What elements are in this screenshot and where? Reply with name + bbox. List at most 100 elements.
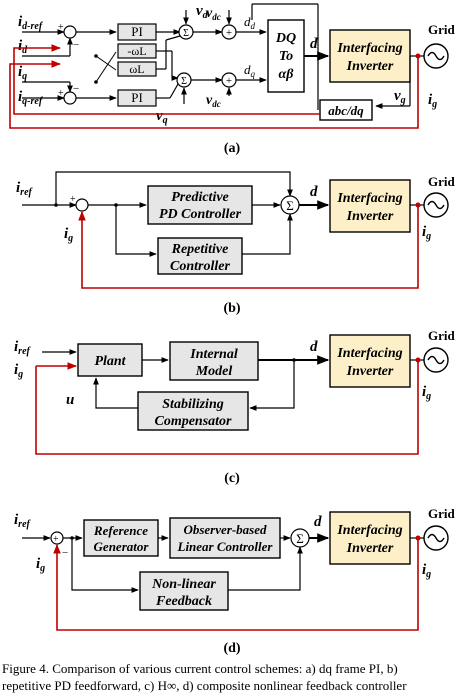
nonlinear-feedback-block — [139, 571, 229, 611]
b-iref-label: iref — [16, 180, 34, 198]
grid-label-b: Grid — [428, 174, 455, 189]
panel-d: iref + − ig Reference Generator Observer… — [14, 506, 455, 656]
b-ig-left-label: ig — [64, 226, 73, 244]
id-ref-label: id-ref — [18, 14, 44, 32]
grid-label-a: Grid — [428, 22, 455, 37]
sigma-d-text: Σ — [183, 28, 189, 39]
vdc-top-label: vdc — [206, 6, 221, 22]
stabilizing-compensator-block — [137, 391, 249, 431]
caption-line-1: Figure 4. Comparison of various current … — [2, 661, 398, 676]
d-sigma-text: Σ — [296, 531, 304, 546]
dq-to-alphabeta-block — [267, 19, 305, 93]
sum-junction-d — [63, 25, 77, 39]
b-sum-plus: + — [70, 194, 76, 205]
vdc-bot-label: vdc — [206, 93, 221, 109]
c-ig-label: ig — [14, 362, 23, 380]
inverter-d-line1: Interfacing — [336, 523, 402, 538]
panel-a: id-ref id iq iq-ref + − + − PI -ωL — [9, 3, 455, 156]
pi-bottom-text: PI — [131, 90, 143, 105]
vd-label: vd — [196, 3, 209, 21]
predictive-line2: PD Controller — [159, 207, 242, 222]
panel-b-label: (b) — [223, 301, 240, 316]
d-sum-minus: − — [62, 547, 68, 559]
sine-icon-a — [427, 51, 445, 61]
iq-ref-label: iq-ref — [18, 89, 44, 107]
b-repetitive-out — [242, 213, 293, 255]
caption-line-2: repetitive PD feedforward, c) H∞, d) com… — [2, 678, 407, 693]
sine-icon-b — [427, 200, 445, 210]
b-sigma-text: Σ — [286, 198, 294, 213]
d-nonlinear-out — [228, 546, 303, 591]
interfacing-inverter-block-a — [329, 29, 411, 83]
c-iref-label: iref — [14, 339, 32, 357]
d-to-nonlinear — [71, 538, 139, 593]
feedback-path-a-outer — [9, 56, 419, 129]
predictive-line1: Predictive — [171, 190, 229, 205]
sum-d-minus: − — [73, 39, 79, 51]
sum-d-plus: + — [58, 22, 64, 33]
pi-top-text: PI — [131, 24, 143, 39]
sine-icon-d — [427, 533, 445, 543]
b-sum-junction — [75, 198, 89, 212]
interfacing-inverter-block-d — [329, 511, 411, 565]
c-ig-right-label: ig — [422, 384, 431, 402]
c-to-stab — [249, 360, 295, 411]
internal-line1: Internal — [189, 347, 238, 362]
feedback-path-b — [78, 205, 419, 289]
inverter-a-line1: Interfacing — [336, 41, 402, 56]
dd-label: dd — [244, 14, 256, 31]
d-ig-right-label: ig — [422, 562, 431, 580]
repetitive-line1: Repetitive — [171, 242, 229, 257]
dq-block-line3: αβ — [279, 67, 295, 82]
sum-q-plus: + — [58, 88, 64, 99]
abc-dq-text: abc/dq — [328, 103, 364, 118]
vg-label: vg — [394, 88, 406, 106]
grid-label-d: Grid — [428, 506, 455, 521]
observer-line2: Linear Controller — [177, 539, 274, 554]
dq-block-line2: To — [279, 49, 293, 64]
feedback-path-d — [53, 538, 419, 631]
pi-bottom-to-sum — [169, 83, 179, 99]
ig-label-a: ig — [428, 92, 437, 110]
c-u-label: u — [66, 392, 74, 408]
sigma-q-text: Σ — [181, 76, 187, 87]
iq-cross-line — [95, 51, 117, 83]
internal-line2: Model — [195, 364, 233, 379]
c-u-path — [93, 377, 138, 409]
omega-to-sum — [165, 35, 181, 41]
panel-a-label: (a) — [224, 141, 241, 156]
panel-b: iref + ig Predictive PD Controller Repet… — [16, 171, 455, 316]
sum-q-minus: − — [73, 83, 79, 95]
b-d-out-label: d — [310, 184, 318, 200]
plant-block — [77, 343, 143, 377]
stab-line2: Compensator — [154, 414, 232, 429]
internal-model-block — [169, 341, 259, 381]
inverter-b-line2: Inverter — [346, 209, 394, 224]
nonlinear-line2: Feedback — [155, 594, 212, 609]
plant-text: Plant — [94, 354, 126, 369]
abc-dq-block — [319, 99, 373, 121]
inverter-c-line1: Interfacing — [336, 346, 402, 361]
panel-c: iref ig Plant Internal Model d Stabilizi… — [14, 328, 455, 486]
d-ig-left-label: ig — [36, 556, 45, 574]
stab-line1: Stabilizing — [162, 397, 223, 412]
vq-label: vq — [156, 108, 168, 126]
d-iref-label: iref — [14, 512, 32, 530]
dq-block-line1: DQ — [275, 31, 296, 46]
ref-gen-line1: Reference — [93, 523, 148, 538]
id-label: id — [18, 38, 28, 56]
observer-line1: Observer-based — [183, 522, 267, 537]
inverter-d-line2: Inverter — [346, 541, 394, 556]
b-feedforward-path — [55, 171, 293, 205]
repetitive-line2: Controller — [170, 259, 230, 274]
b-to-repetitive — [115, 205, 157, 257]
grid-label-c: Grid — [428, 328, 455, 343]
div-q-plus: + — [226, 75, 232, 87]
panel-c-label: (c) — [224, 471, 240, 486]
b-ig-right-label: ig — [422, 224, 431, 242]
observer-controller-block — [169, 517, 281, 559]
dq-label: dq — [244, 62, 256, 79]
reference-generator-block — [83, 519, 159, 557]
inverter-b-line1: Interfacing — [336, 191, 402, 206]
